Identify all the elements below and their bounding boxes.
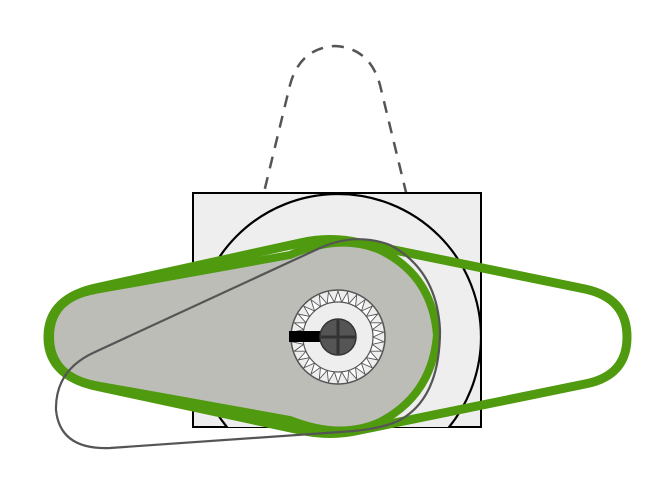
- position-indicator: [289, 331, 338, 342]
- phillips-screw-icon: [321, 320, 355, 354]
- dashed-horn-outline: [248, 44, 422, 251]
- alt-horn-outline: [54, 238, 442, 450]
